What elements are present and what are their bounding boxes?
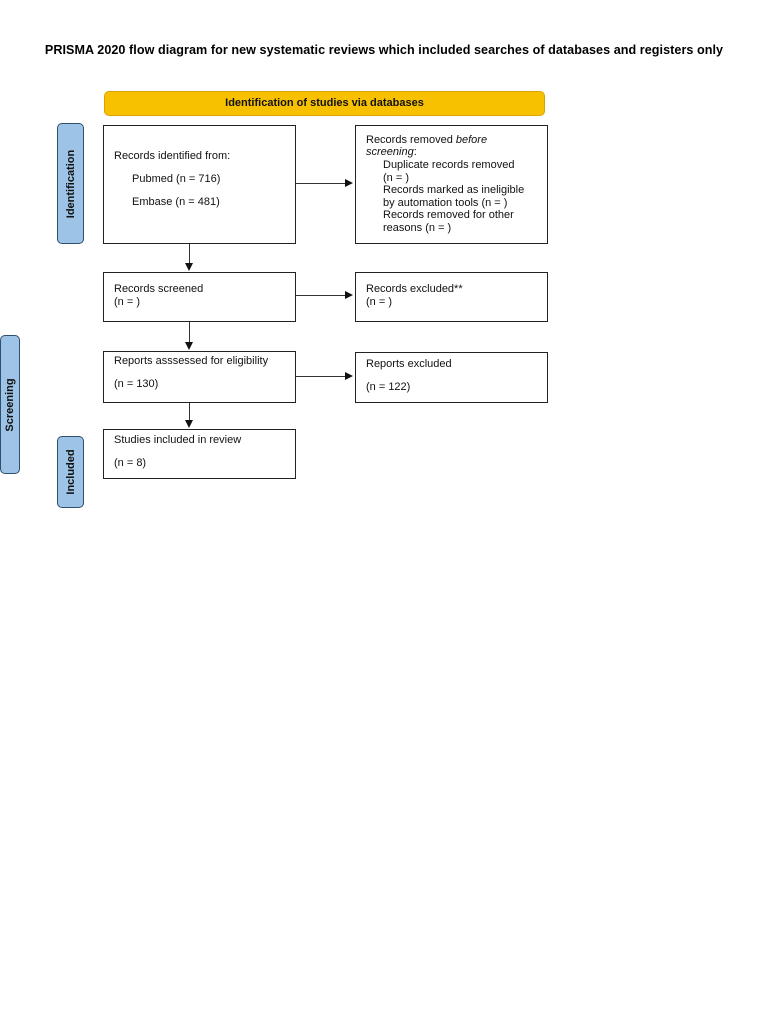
screened-label: Records screened [114,283,204,295]
arrow-right-icon [345,372,353,380]
assessed-label: Reports asssessed for eligibility [114,355,269,367]
excluded-label: Records excluded** [366,283,463,295]
pubmed-count: Pubmed (n = 716) [132,173,221,185]
arrow-line [189,244,190,264]
stage-identification: Identification [57,123,84,244]
other-removed-n: reasons (n = ) [383,222,452,234]
arrow-down-icon [185,342,193,350]
arrow-line [189,403,190,421]
reports-excluded-n: (n = 122) [366,381,411,393]
stage-included: Included [57,436,84,508]
ineligible-removed: Records marked as ineligible [383,184,525,196]
arrow-down-icon [185,263,193,271]
duplicate-removed: Duplicate records removed [383,159,515,171]
arrow-down-icon [185,420,193,428]
reports-assessed-box: Reports asssessed for eligibility (n = 1… [103,351,296,403]
assessed-n: (n = 130) [114,378,159,390]
duplicate-removed-n: (n = ) [383,172,409,184]
excluded-n: (n = ) [366,296,392,308]
arrow-line [189,322,190,343]
other-removed: Records removed for other [383,209,514,221]
arrow-line [296,376,346,377]
arrow-line [296,295,346,296]
included-n: (n = 8) [114,457,147,469]
screened-n: (n = ) [114,296,140,308]
ineligible-removed-n: by automation tools (n = ) [383,197,508,209]
reports-excluded-label: Reports excluded [366,358,452,370]
stage-included-label: Included [64,449,77,495]
stage-identification-label: Identification [64,149,77,218]
records-removed-box: Records removed before screening: Duplic… [355,125,548,244]
removed-heading-line2: screening: [366,146,417,159]
identified-heading: Records identified from: [114,150,231,162]
records-excluded-box: Records excluded** (n = ) [355,272,548,322]
records-screened-box: Records screened (n = ) [103,272,296,322]
removed-heading-italic: before [455,134,488,146]
removed-heading-italic2: screening [366,146,414,158]
diagram-title: PRISMA 2020 flow diagram for new systema… [44,43,724,57]
reports-excluded-box: Reports excluded (n = 122) [355,352,548,403]
studies-included-box: Studies included in review (n = 8) [103,429,296,479]
removed-heading: Records removed before [366,134,487,147]
stage-screening-label: Screening [4,377,16,432]
arrow-right-icon [345,179,353,187]
identification-banner: Identification of studies via databases [104,91,545,116]
arrow-line [296,183,346,184]
stage-screening: Screening [0,335,20,474]
arrow-right-icon [345,291,353,299]
included-label: Studies included in review [114,434,242,446]
removed-heading-colon: : [413,146,417,158]
records-identified-box: Records identified from: Pubmed (n = 716… [103,125,296,244]
removed-heading-text: Records removed [366,134,456,146]
embase-count: Embase (n = 481) [132,196,220,208]
